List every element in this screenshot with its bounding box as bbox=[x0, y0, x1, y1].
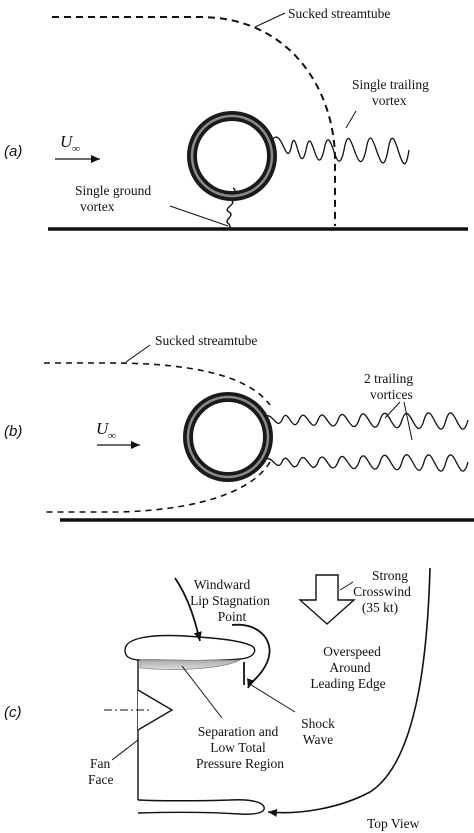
panel-c-separation-label-3: Pressure Region bbox=[196, 756, 284, 771]
panel-b-streamtube bbox=[44, 362, 271, 513]
panel-c-stagnation-label-1: Windward bbox=[194, 577, 251, 592]
panel-c-crosswind-label-2: Crosswind bbox=[353, 584, 411, 599]
panel-c-tag: (c) bbox=[4, 704, 22, 721]
panel-a-trailing-label-1: Single trailing bbox=[352, 77, 429, 92]
panel-c-separation-label-2: Low Total bbox=[210, 740, 266, 755]
panel-c-stagnation-streamline bbox=[174, 577, 202, 642]
panel-b-leader-1 bbox=[384, 401, 401, 419]
panel-b-lower-vortex bbox=[261, 454, 469, 472]
panel-c-shock-label-1: Shock bbox=[301, 716, 335, 731]
panel-a-nacelle-highlight bbox=[190, 114, 274, 198]
panel-a-ground-leader bbox=[169, 205, 229, 227]
panel-b-leader-2 bbox=[403, 401, 413, 441]
panel-c-view-label: Top View bbox=[367, 816, 420, 831]
panel-b-streamtube-label: Sucked streamtube bbox=[155, 333, 257, 348]
panel-c-fan-label-2: Face bbox=[88, 772, 113, 787]
panel-c-crosswind-arrow bbox=[298, 574, 356, 625]
panel-b: (b) Sucked streamtube U ∞ 2 trailing vor… bbox=[4, 333, 474, 522]
panel-c-overspeed-label-3: Leading Edge bbox=[310, 676, 385, 691]
panel-c-overspeed-streamline bbox=[231, 623, 271, 689]
panel-a-u-inf-sub: ∞ bbox=[72, 143, 80, 155]
panel-c-crosswind-leader bbox=[339, 581, 354, 591]
panel-c-stagnation-label-3: Point bbox=[218, 609, 247, 624]
panel-b-streamtube-leader bbox=[125, 344, 151, 363]
panel-a-u-inf: U bbox=[60, 132, 74, 151]
panel-c-fan-label-1: Fan bbox=[90, 756, 111, 771]
panel-a-tag: (a) bbox=[4, 143, 22, 160]
panel-c-overspeed-label-1: Overspeed bbox=[323, 644, 381, 659]
panel-a-trailing-vortex bbox=[271, 136, 410, 165]
panel-b-u-inf: U bbox=[96, 419, 110, 438]
panel-c: (c) Windward Lip Stagnation Point Strong… bbox=[4, 567, 431, 831]
panel-a-streamtube bbox=[52, 16, 336, 226]
panel-b-u-inf-sub: ∞ bbox=[108, 430, 116, 442]
panel-a-trailing-label-2: vortex bbox=[372, 93, 407, 108]
panel-c-shock-leader bbox=[247, 682, 296, 713]
panel-b-tag: (b) bbox=[4, 423, 22, 440]
panel-c-outer-streamline bbox=[267, 567, 431, 817]
panel-c-shock-label-2: Wave bbox=[303, 732, 333, 747]
panel-c-spinner bbox=[137, 689, 174, 731]
panel-c-stagnation-label-2: Lip Stagnation bbox=[190, 593, 270, 608]
panel-a-streamtube-label: Sucked streamtube bbox=[288, 6, 390, 21]
panel-c-overspeed-label-2: Around bbox=[329, 660, 370, 675]
panel-c-separation-leader bbox=[181, 665, 223, 719]
panel-a-ground-label-2: vortex bbox=[80, 199, 115, 214]
panel-c-separation-label-1: Separation and bbox=[198, 724, 279, 739]
panel-a-ground-label-1: Single ground bbox=[75, 183, 151, 198]
panel-a-streamtube-leader bbox=[254, 12, 286, 28]
panel-c-crosswind-label-3: (35 kt) bbox=[362, 600, 398, 615]
panel-c-crosswind-label-1: Strong bbox=[372, 568, 408, 583]
panel-c-fan-leader bbox=[111, 739, 139, 761]
panel-b-upper-vortex bbox=[261, 412, 469, 430]
panel-b-trailing-label-1: 2 trailing bbox=[364, 371, 413, 386]
panel-b-trailing-label-2: vortices bbox=[370, 387, 413, 402]
panel-c-separation-region bbox=[139, 659, 241, 670]
panel-a: (a) Sucked streamtube U ∞ Single trailin… bbox=[4, 6, 468, 231]
panel-b-nacelle-highlight bbox=[186, 395, 270, 479]
panel-a-trailing-leader bbox=[345, 110, 357, 129]
panel-c-lower-lip bbox=[137, 799, 265, 815]
panel-c-upper-lip bbox=[124, 634, 256, 662]
